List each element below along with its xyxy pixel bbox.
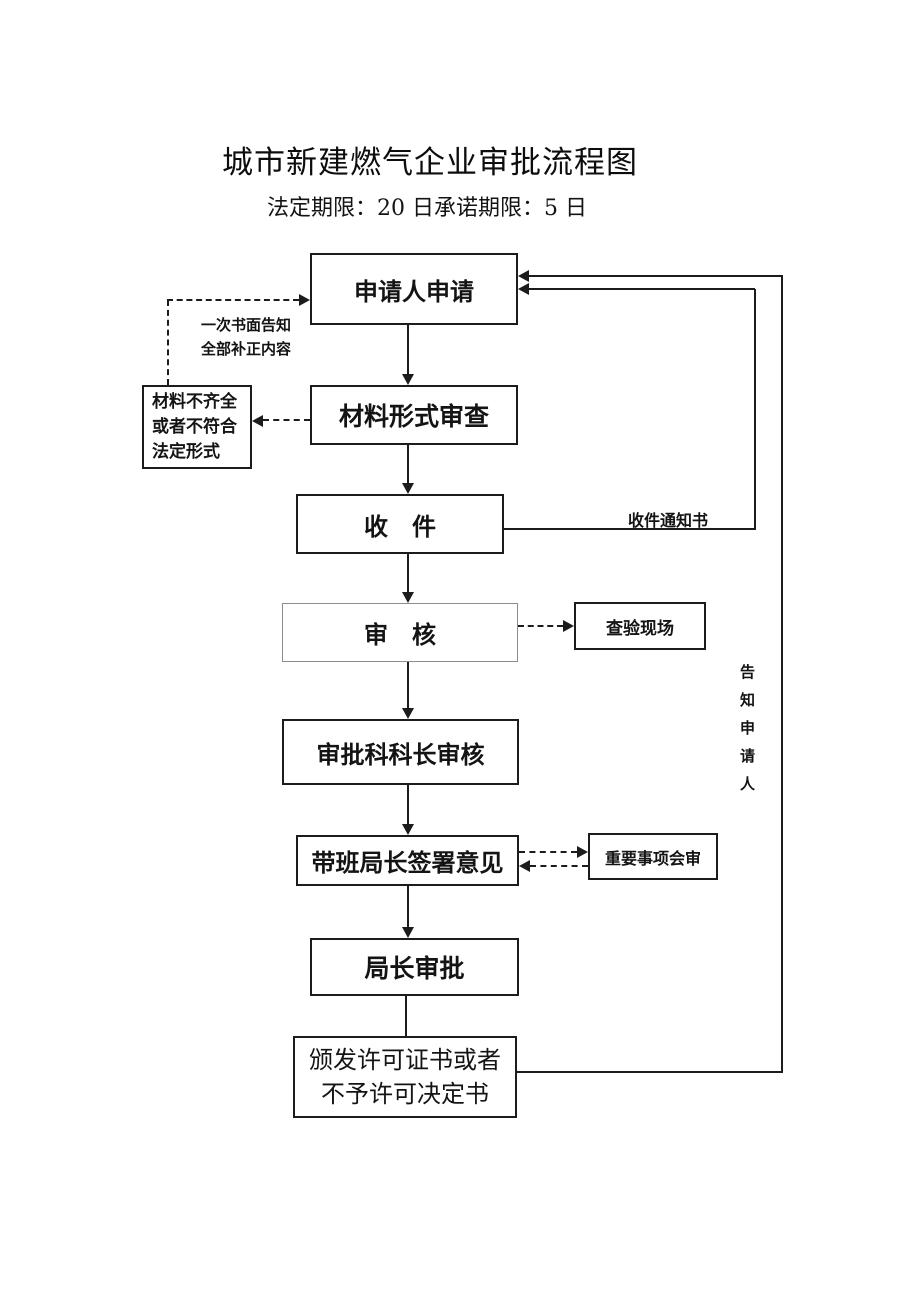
- page-subtitle: 法定期限：20 日承诺期限：5 日: [267, 196, 587, 221]
- side-box-site-inspection: 查验现场: [574, 602, 706, 650]
- connector-step2-step3-arrowhead: [402, 483, 414, 494]
- flow-box-receive-documents: 收 件: [296, 494, 504, 554]
- connector-step6-step7-arrowhead: [402, 927, 414, 938]
- flow-box-issue-license: 颁发许可证书或者 不予许可决定书: [293, 1036, 517, 1118]
- written-notice-line1: 一次书面告知: [201, 316, 292, 334]
- flow-box-duty-director-sign: 带班局长签署意见: [296, 835, 519, 886]
- inform-loop-arrowhead: [518, 270, 529, 282]
- issue-license-line2: 不予许可决定书: [321, 1080, 489, 1108]
- dashed-notice-vertical-line: [167, 300, 169, 385]
- connector-step4-step5-arrowhead: [402, 708, 414, 719]
- connector-step2-step3-line: [407, 445, 409, 483]
- inform-loop-vertical-line: [781, 276, 783, 1073]
- connector-step3-step4-arrowhead: [402, 592, 414, 603]
- dashed-joint-review-back-line: [530, 865, 588, 867]
- connector-step6-step7-line: [407, 886, 409, 927]
- receipt-loop-vertical-line: [754, 289, 756, 530]
- dashed-notice-horizontal-line: [167, 299, 299, 301]
- dashed-joint-review-back-arrowhead: [519, 860, 530, 872]
- receipt-notice-label: 收件通知书: [628, 511, 709, 530]
- receipt-loop-bottom-line: [504, 528, 756, 530]
- written-notice-line2: 全部补正内容: [201, 340, 292, 358]
- flow-box-applicant-apply: 申请人申请: [310, 253, 518, 325]
- dashed-notice-arrowhead: [299, 294, 310, 306]
- written-notice-annotation: 一次书面告知 全部补正内容: [201, 313, 291, 361]
- incomplete-materials-line3: 法定形式: [152, 441, 220, 462]
- flow-box-director-approval: 局长审批: [310, 938, 519, 996]
- flow-box-section-chief-review: 审批科科长审核: [282, 719, 519, 785]
- connector-step3-step4-line: [407, 554, 409, 592]
- connector-step1-step2-line: [407, 325, 409, 374]
- receipt-loop-arrowhead: [518, 283, 529, 295]
- dashed-incomplete-arrowhead: [252, 415, 263, 427]
- dashed-joint-review-out-line: [519, 851, 577, 853]
- connector-step5-step6-arrowhead: [402, 824, 414, 835]
- dashed-joint-review-out-arrowhead: [577, 846, 588, 858]
- dashed-incomplete-line: [263, 419, 310, 421]
- connector-step4-step5-line: [407, 662, 409, 708]
- flow-box-material-form-review: 材料形式审查: [310, 385, 518, 445]
- flow-box-review: 审 核: [282, 603, 518, 662]
- receipt-loop-top-line: [529, 288, 755, 290]
- connector-step7-step8-line: [405, 996, 407, 1036]
- page-title: 城市新建燃气企业审批流程图: [222, 145, 638, 181]
- connector-step1-step2-arrowhead: [402, 374, 414, 385]
- dashed-inspection-arrowhead: [563, 620, 574, 632]
- inform-loop-top-line: [529, 275, 783, 277]
- inform-applicant-label: 告知申请人: [738, 664, 756, 804]
- incomplete-materials-line1: 材料不齐全: [152, 391, 237, 412]
- issue-license-line1: 颁发许可证书或者: [309, 1046, 501, 1074]
- incomplete-materials-line2: 或者不符合: [152, 416, 237, 437]
- connector-step5-step6-line: [407, 785, 409, 824]
- side-box-joint-review: 重要事项会审: [588, 833, 718, 880]
- side-box-incomplete-materials: 材料不齐全 或者不符合 法定形式: [142, 385, 252, 469]
- dashed-inspection-line: [518, 625, 563, 627]
- inform-loop-bottom-line: [515, 1071, 783, 1073]
